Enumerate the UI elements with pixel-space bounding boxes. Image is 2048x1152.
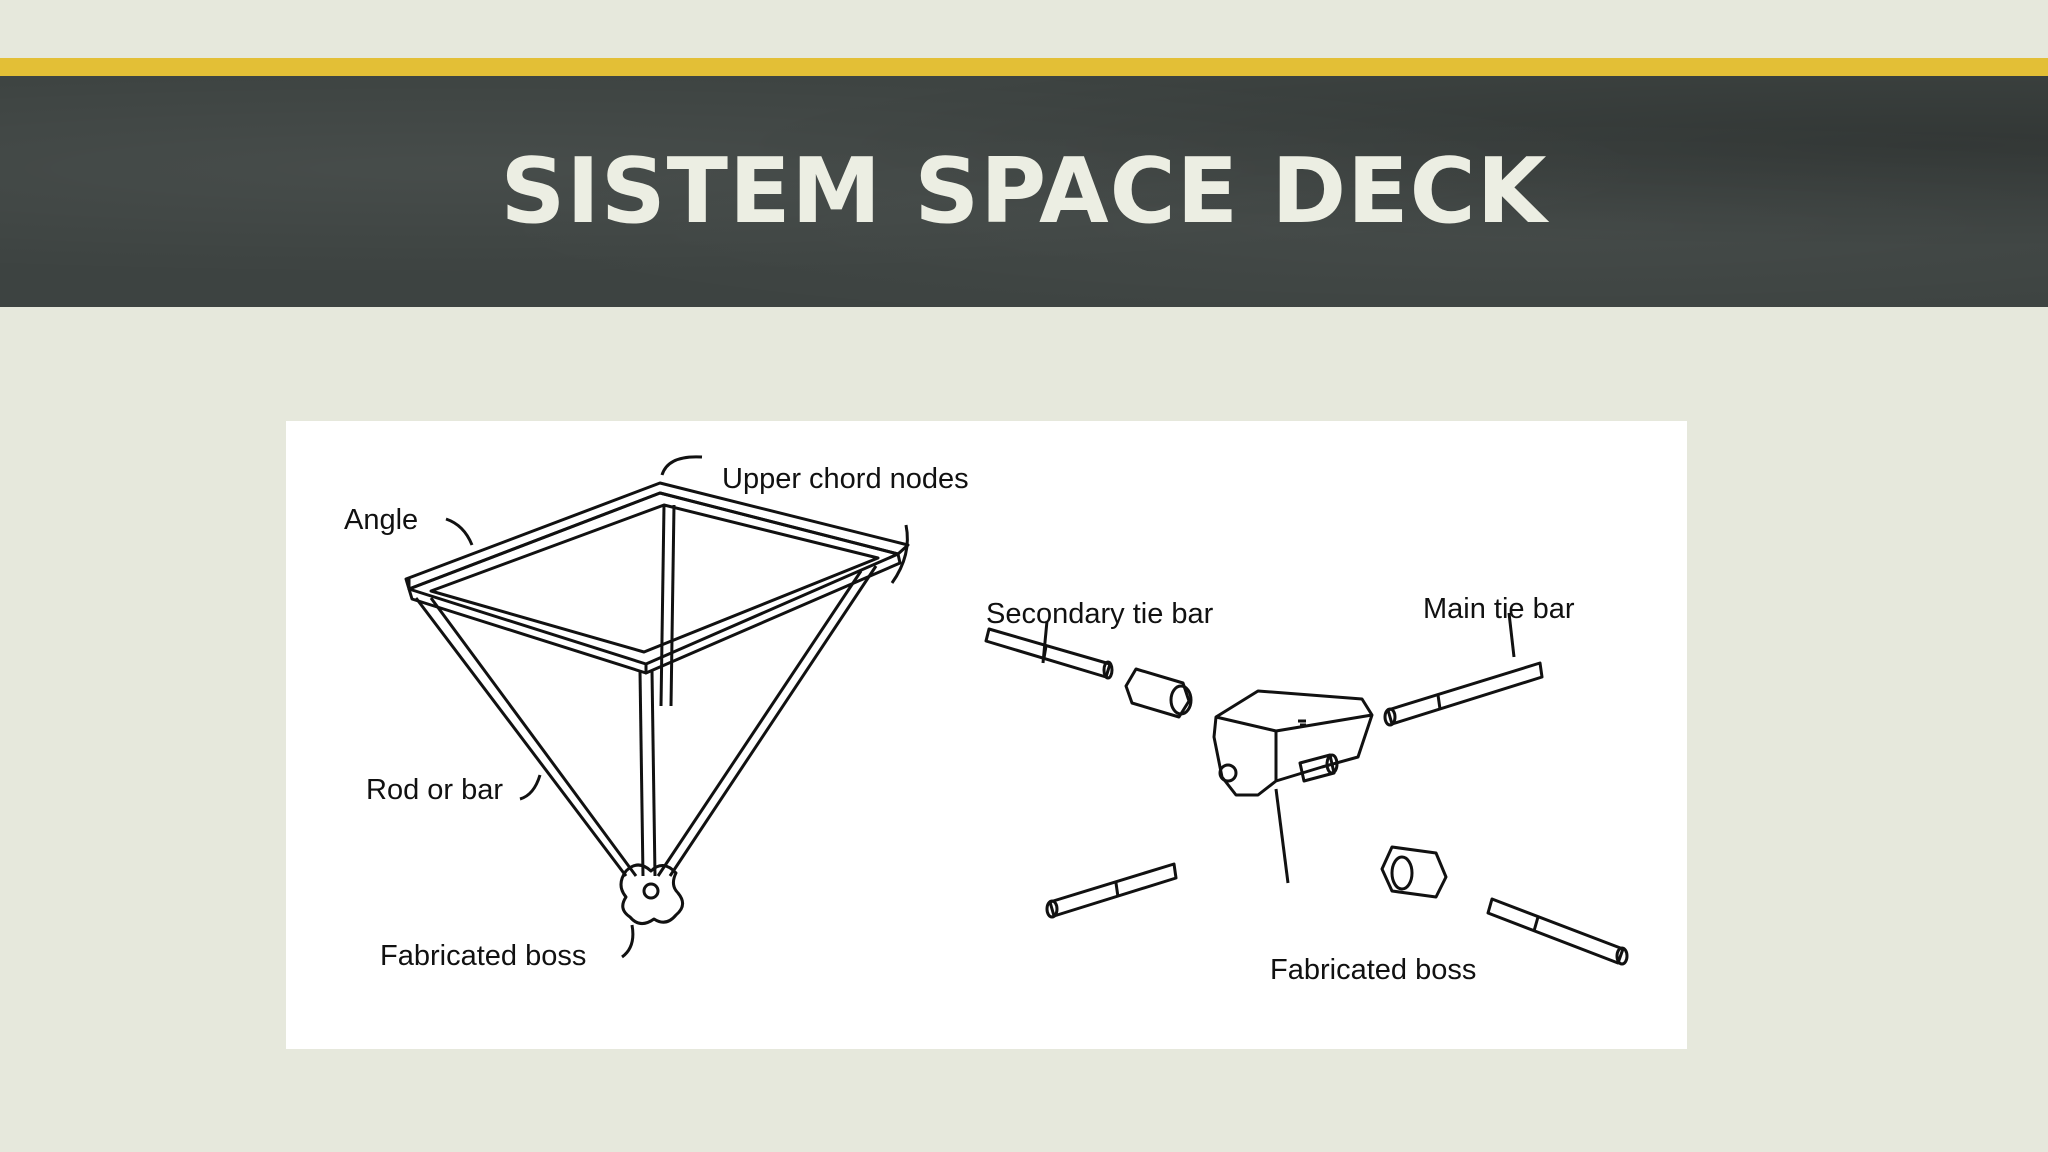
label-fabricated-boss-right: Fabricated boss bbox=[1270, 954, 1476, 986]
diagram-panel: Upper chord nodes Angle Rod or bar Fabri… bbox=[286, 421, 1687, 1049]
pyramid-unit bbox=[404, 455, 910, 959]
boss-assembly bbox=[984, 612, 1629, 966]
slide-title: SISTEM SPACE DECK bbox=[500, 139, 1548, 244]
label-secondary-tie-bar: Secondary tie bar bbox=[986, 598, 1214, 630]
title-band: SISTEM SPACE DECK bbox=[0, 76, 2048, 307]
label-fabricated-boss-left: Fabricated boss bbox=[380, 940, 586, 972]
label-angle: Angle bbox=[344, 504, 418, 536]
label-main-tie-bar: Main tie bar bbox=[1423, 593, 1575, 625]
label-rod-or-bar: Rod or bar bbox=[366, 774, 503, 806]
diagram-labels: Upper chord nodes Angle Rod or bar Fabri… bbox=[344, 463, 1575, 986]
label-upper-chord-nodes: Upper chord nodes bbox=[722, 463, 969, 495]
accent-rule bbox=[0, 58, 2048, 76]
space-deck-diagram: Upper chord nodes Angle Rod or bar Fabri… bbox=[344, 455, 1629, 986]
